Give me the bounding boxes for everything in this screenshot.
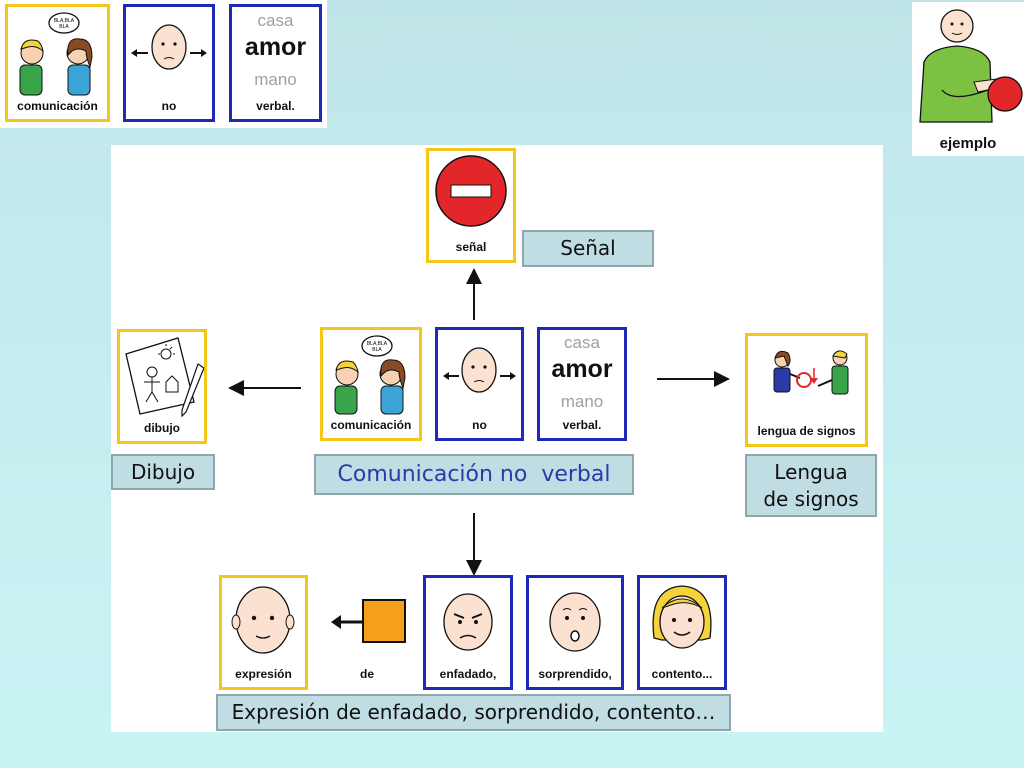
sign-language-icon bbox=[773, 350, 849, 395]
card-label: expresión bbox=[235, 667, 292, 681]
word-amor: amor bbox=[244, 33, 307, 61]
header-card-label: verbal. bbox=[256, 99, 295, 113]
caption-lengua-de-signos: Lengua de signos bbox=[745, 454, 877, 517]
card-label: no bbox=[472, 418, 487, 432]
caption-senal: Señal bbox=[522, 230, 654, 267]
card-label: comunicación bbox=[330, 418, 412, 432]
drawing-pencil-icon bbox=[125, 337, 204, 417]
svg-text:BLA: BLA bbox=[59, 24, 69, 30]
word-amor: amor bbox=[551, 355, 613, 383]
angry-face-icon bbox=[443, 593, 493, 651]
card-label: dibujo bbox=[144, 421, 180, 435]
header-card-label: comunicación bbox=[17, 99, 98, 113]
word-mano: mano bbox=[254, 70, 297, 89]
card-senal: señal bbox=[426, 148, 516, 263]
card-comunicacion: BLA,BLA BLA comunicación bbox=[320, 327, 422, 441]
word-mano: mano bbox=[560, 392, 604, 411]
card-label: verbal. bbox=[562, 418, 602, 432]
svg-text:BLA,BLA: BLA,BLA bbox=[54, 18, 75, 24]
card-lengua-de-signos: lengua de signos bbox=[745, 333, 868, 447]
happy-face-icon bbox=[652, 585, 712, 649]
neutral-face-icon bbox=[231, 586, 295, 654]
caption-expresion: Expresión de enfadado, sorprendido, cont… bbox=[216, 694, 731, 731]
card-label: señal bbox=[455, 240, 487, 254]
card-contento: contento... bbox=[637, 575, 727, 690]
header-card-label: no bbox=[161, 99, 177, 113]
example-label: ejemplo bbox=[939, 135, 997, 152]
two-people-talking-icon: BLA,BLA BLA bbox=[19, 12, 93, 96]
surprised-face-icon bbox=[549, 592, 601, 652]
card-label: contento... bbox=[651, 667, 713, 681]
neutral-face-arrows-icon bbox=[443, 347, 516, 393]
header-card-no: no bbox=[123, 4, 215, 122]
arrow-to-square-icon bbox=[331, 599, 406, 643]
card-dibujo: dibujo bbox=[117, 329, 207, 444]
no-entry-sign-icon bbox=[435, 155, 507, 227]
card-label: de bbox=[359, 667, 374, 681]
card-label: enfadado, bbox=[439, 667, 497, 681]
caption-dibujo: Dibujo bbox=[111, 454, 215, 490]
card-label: lengua de signos bbox=[757, 424, 856, 438]
two-people-talking-icon: BLA,BLA BLA bbox=[334, 335, 406, 415]
header-card-comunicacion: BLA,BLA BLA comunicación bbox=[5, 4, 110, 122]
svg-text:BLA,BLA: BLA,BLA bbox=[367, 341, 388, 347]
card-no: no bbox=[435, 327, 524, 441]
card-sorprendido: sorprendido, bbox=[526, 575, 624, 690]
card-verbal: casa amor mano verbal. bbox=[537, 327, 627, 441]
card-de: de bbox=[322, 575, 412, 690]
person-holding-ball-icon bbox=[919, 9, 1023, 123]
neutral-face-arrows-icon bbox=[131, 24, 207, 70]
caption-comunicacion-no-verbal: Comunicación no verbal bbox=[314, 454, 634, 495]
word-casa: casa bbox=[564, 333, 600, 352]
header-strip: BLA,BLA BLA comunicación no casa amor ma… bbox=[0, 0, 327, 128]
card-enfadado: enfadado, bbox=[423, 575, 513, 690]
header-card-verbal: casa amor mano verbal. bbox=[229, 4, 322, 122]
card-expresion: expresión bbox=[219, 575, 308, 690]
card-label: sorprendido, bbox=[538, 667, 612, 681]
example-card: ejemplo bbox=[912, 2, 1024, 156]
svg-text:BLA: BLA bbox=[372, 347, 382, 353]
word-casa: casa bbox=[257, 11, 294, 30]
